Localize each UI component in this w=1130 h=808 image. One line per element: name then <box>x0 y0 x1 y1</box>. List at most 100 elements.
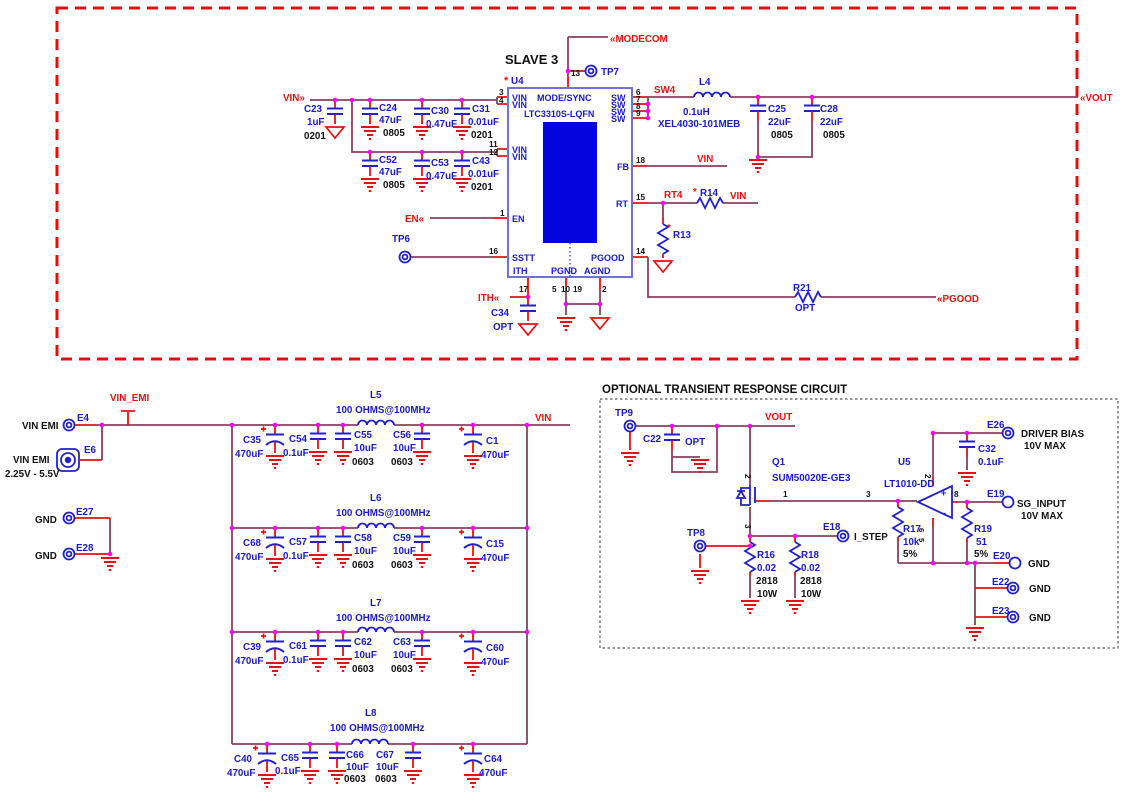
ground-icon <box>360 126 380 140</box>
c1-val: 470uF <box>481 450 509 461</box>
c53-ref: C53 <box>431 158 450 169</box>
e18-desc: I_STEP <box>854 532 888 543</box>
ground-icon <box>965 627 985 641</box>
ground-icon <box>257 774 277 788</box>
e6-range: 2.25V - 5.5V <box>5 469 60 480</box>
c43-size: 0201 <box>471 182 493 193</box>
ground-icon <box>463 455 483 469</box>
c58-ref: C58 <box>354 533 373 544</box>
c62-size: 0603 <box>352 664 374 675</box>
pin3: 3 <box>499 88 504 97</box>
cap-c55 <box>334 424 352 450</box>
e23-ref: E23 <box>992 606 1010 617</box>
c59-size: 0603 <box>391 560 413 571</box>
connector-e27 <box>62 511 76 525</box>
net-vin-emi-flag: VIN_EMI <box>110 393 149 404</box>
ground-icon <box>463 558 483 572</box>
c39-ref: C39 <box>243 642 262 653</box>
pin17: 17 <box>519 285 529 294</box>
u4-ref: U4 <box>511 76 524 87</box>
c23-ref: C23 <box>304 104 323 115</box>
r17-val: 10k <box>903 537 920 548</box>
transient-junctions <box>669 423 978 566</box>
c28-ref: C28 <box>820 104 839 115</box>
u4-vin1: VIN <box>512 93 527 103</box>
u4-vin3: VIN <box>512 145 527 155</box>
c32-val: 0.1uF <box>978 457 1004 468</box>
pin9: 9 <box>636 109 641 118</box>
c28-val: 22uF <box>820 117 843 128</box>
l7-ref: L7 <box>370 598 382 609</box>
e6-desc: VIN EMI <box>13 455 50 466</box>
pin19: 19 <box>573 285 583 294</box>
c24-ref: C24 <box>379 103 398 114</box>
r16-size: 2818 <box>756 576 778 587</box>
cap-c54 <box>309 424 327 450</box>
u5-ref: U5 <box>898 457 911 468</box>
transient-dotted-border <box>599 398 1119 649</box>
fb-vin: VIN <box>697 154 713 165</box>
c24-size: 0805 <box>383 128 405 139</box>
net-ith: ITH« <box>478 293 500 304</box>
cap-c62 <box>334 631 352 657</box>
c63-val: 10uF <box>393 650 416 661</box>
r21-ref: R21 <box>793 283 812 294</box>
transient-title: OPTIONAL TRANSIENT RESPONSE CIRCUIT <box>602 384 847 396</box>
u4-pgood: PGOOD <box>591 253 625 263</box>
r18-pwr: 10W <box>801 589 822 600</box>
cap-c34 <box>519 296 537 322</box>
e26-max: 10V MAX <box>1024 441 1066 452</box>
c58-val: 10uF <box>354 546 377 557</box>
ground-icon <box>308 451 328 465</box>
opamp-triangle-icon <box>915 484 953 520</box>
u4-sw2: SW <box>611 100 626 110</box>
c52-ref: C52 <box>379 155 398 166</box>
tp6-label: TP6 <box>392 234 411 245</box>
e23-desc: GND <box>1029 613 1051 624</box>
pin12: 12 <box>489 148 499 157</box>
r18-ref: R18 <box>801 550 820 561</box>
c53-val: 0.47uF <box>426 171 457 182</box>
c59-ref: C59 <box>393 533 412 544</box>
u4-vin2: VIN <box>512 100 527 110</box>
e19-desc: SG_INPUT <box>1017 499 1066 510</box>
c22-ref: C22 <box>643 434 662 445</box>
c34-val: OPT <box>493 322 513 333</box>
c23-size: 0201 <box>304 131 326 142</box>
resistor-r19 <box>961 501 973 543</box>
c67-val: 10uF <box>376 762 399 773</box>
u4-sw1: SW <box>611 93 626 103</box>
pin11: 11 <box>489 140 498 149</box>
c68-ref: C68 <box>243 538 262 549</box>
u4-vin4: VIN <box>512 152 527 162</box>
u4-sw4: SW <box>611 114 626 124</box>
c31-ref: C31 <box>472 104 491 115</box>
cap-c56 <box>413 424 431 450</box>
q1-ref: Q1 <box>772 457 786 468</box>
ground-icon <box>785 600 805 614</box>
net-en: EN« <box>405 214 425 225</box>
c63-ref: C63 <box>393 637 412 648</box>
pin10: 10 <box>561 285 571 294</box>
e22-desc: GND <box>1029 584 1051 595</box>
tp8-label: TP8 <box>687 528 706 539</box>
c58-size: 0603 <box>352 560 374 571</box>
r17-ref: R17 <box>903 524 922 535</box>
cap-c66 <box>328 743 346 769</box>
c31-val: 0.01uF <box>468 117 499 128</box>
transient-components <box>620 419 1022 641</box>
emi-wires <box>74 410 570 745</box>
c55-val: 10uF <box>354 443 377 454</box>
resistor-r16 <box>744 535 756 577</box>
c56-val: 10uF <box>393 443 416 454</box>
u5-plus: + <box>941 488 946 498</box>
testpoint-tp9 <box>623 419 637 433</box>
r17-tol: 5% <box>903 549 917 560</box>
resistor-r18 <box>789 535 801 577</box>
c43-val: 0.01uF <box>468 169 499 180</box>
l8-val: 100 OHMS@100MHz <box>330 723 425 734</box>
ground-icon <box>690 459 710 473</box>
net-vout: «VOUT <box>1080 93 1113 104</box>
u4-pgnd: PGND <box>551 266 578 276</box>
